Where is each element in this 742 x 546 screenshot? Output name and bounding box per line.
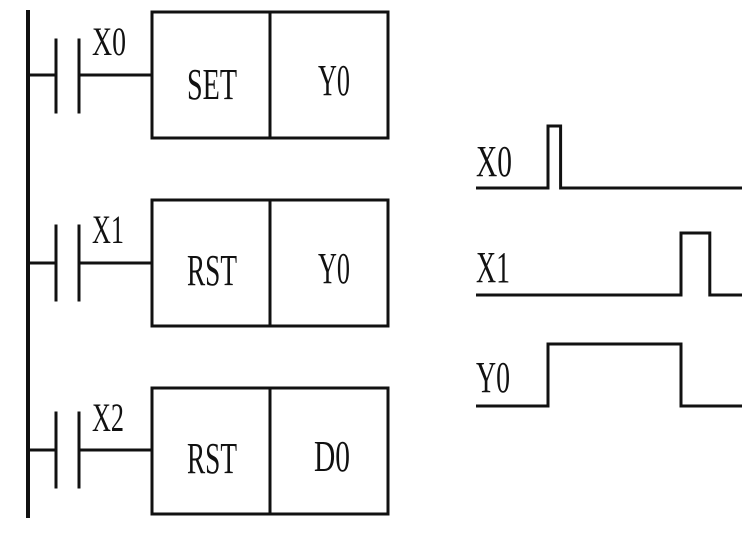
timing-waveforms — [476, 124, 742, 408]
rung-1-contact-label: X0 — [92, 19, 126, 64]
signal-label-x0: X0 — [476, 137, 512, 186]
waveform-x0 — [476, 124, 742, 190]
rung-2-operand-label: Y0 — [318, 244, 350, 293]
rung-1: X0 SET Y0 — [26, 10, 390, 140]
rung-3: X2 RST D0 — [26, 386, 390, 516]
rung-1-instruction-label: SET — [187, 60, 237, 109]
rung-3-contact-label: X2 — [92, 395, 124, 440]
rung-2-contact-label: X1 — [92, 207, 124, 252]
rung-3-operand-label: D0 — [314, 432, 350, 481]
rung-3-instruction-label: RST — [187, 434, 237, 483]
rung-2-instruction-label: RST — [187, 246, 237, 295]
rung-2: X1 RST Y0 — [26, 198, 390, 328]
rung-1-operand-label: Y0 — [318, 56, 350, 105]
waveform-x1 — [476, 231, 742, 297]
signal-label-y0: Y0 — [476, 353, 510, 402]
waveform-y0 — [476, 342, 742, 408]
signal-label-x1: X1 — [476, 243, 510, 292]
